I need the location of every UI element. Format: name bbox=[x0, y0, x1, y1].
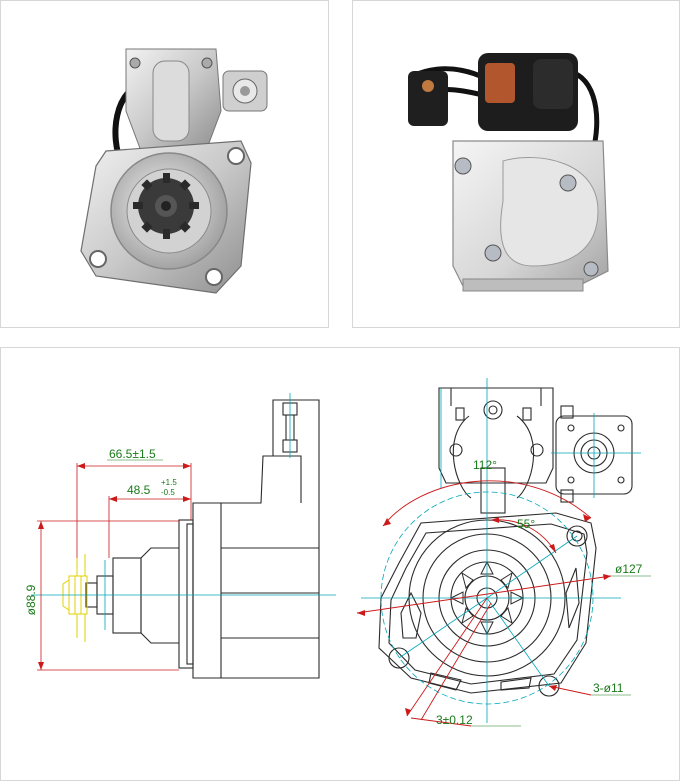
technical-drawing: 66.5±1.5 48.5 +1.5 -0.5 ø88.9 bbox=[0, 347, 680, 781]
starter-rear-illustration bbox=[408, 53, 609, 292]
drawing-canvas: 66.5±1.5 48.5 +1.5 -0.5 ø88.9 bbox=[24, 378, 651, 727]
dim-length-2: 48.5 bbox=[127, 483, 151, 497]
dim-holes: 3-ø11 bbox=[593, 681, 624, 695]
bolt-icon bbox=[454, 157, 599, 277]
photo-starter-front bbox=[0, 0, 329, 328]
front-center-lines bbox=[361, 378, 641, 723]
photo-starter-rear bbox=[352, 0, 680, 328]
side-view bbox=[85, 399, 320, 679]
dim-angle-1: 112° bbox=[473, 458, 497, 472]
dim-length-1: 66.5±1.5 bbox=[109, 447, 156, 461]
front-arrows bbox=[357, 514, 611, 716]
dim-length-2-tol-lower: -0.5 bbox=[161, 488, 175, 497]
side-dimensions bbox=[37, 463, 192, 671]
dim-length-2-tol-upper: +1.5 bbox=[161, 478, 177, 487]
dim-angle-2: 55° bbox=[517, 517, 535, 531]
side-center-lines bbox=[31, 393, 336, 630]
dim-diameter-side: ø88.9 bbox=[24, 584, 38, 615]
starter-front-illustration bbox=[80, 48, 268, 294]
pinion-gear-icon bbox=[133, 173, 199, 239]
dim-diameter-front: ø127 bbox=[615, 562, 643, 576]
dim-offset: 3±0.12 bbox=[436, 713, 473, 727]
side-arrows bbox=[38, 463, 191, 670]
side-pinion bbox=[62, 554, 88, 642]
